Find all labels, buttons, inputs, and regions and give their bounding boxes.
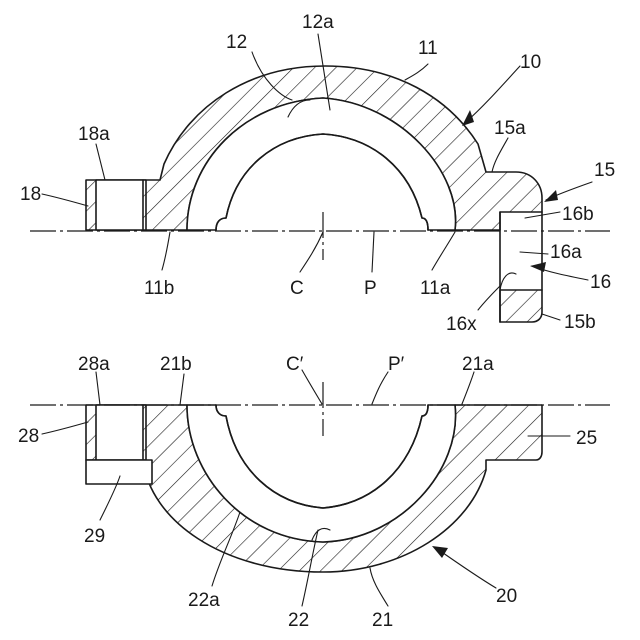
label-16: 16 bbox=[590, 272, 611, 293]
label-12a: 12a bbox=[302, 12, 334, 33]
arrow-10 bbox=[462, 110, 474, 126]
label-18a: 18a bbox=[78, 124, 110, 145]
arrow-16 bbox=[530, 262, 546, 272]
part-29 bbox=[86, 460, 152, 484]
label-28a: 28a bbox=[78, 354, 110, 375]
hole-18a bbox=[96, 180, 143, 230]
label-11b: 11b bbox=[144, 278, 174, 299]
label-29: 29 bbox=[84, 526, 105, 547]
label-25: 25 bbox=[576, 428, 597, 449]
lower-lug-15b bbox=[500, 290, 542, 322]
label-21: 21 bbox=[372, 610, 393, 631]
label-C: C bbox=[290, 278, 304, 299]
label-10: 10 bbox=[520, 52, 541, 73]
label-P: P bbox=[364, 278, 377, 299]
label-16a: 16a bbox=[550, 242, 582, 263]
label-C-prime: C′ bbox=[286, 354, 304, 375]
label-15b: 15b bbox=[564, 312, 596, 333]
label-22: 22 bbox=[288, 610, 309, 631]
label-18: 18 bbox=[20, 184, 41, 205]
label-12: 12 bbox=[226, 32, 247, 53]
slot-curve-16x bbox=[500, 273, 516, 290]
label-20: 20 bbox=[496, 586, 517, 607]
label-28: 28 bbox=[18, 426, 39, 447]
label-21b: 21b bbox=[160, 354, 192, 375]
label-22a: 22a bbox=[188, 590, 220, 611]
label-21a: 21a bbox=[462, 354, 494, 375]
label-11: 11 bbox=[418, 38, 438, 59]
arrow-20 bbox=[432, 546, 448, 558]
arrow-15 bbox=[544, 190, 558, 202]
label-11a: 11a bbox=[420, 278, 451, 299]
label-15a: 15a bbox=[494, 118, 526, 139]
label-P-prime: P′ bbox=[388, 354, 405, 375]
label-15: 15 bbox=[594, 160, 615, 181]
label-16b: 16b bbox=[562, 204, 594, 225]
hole-28a bbox=[96, 405, 143, 460]
label-16x: 16x bbox=[446, 314, 477, 335]
